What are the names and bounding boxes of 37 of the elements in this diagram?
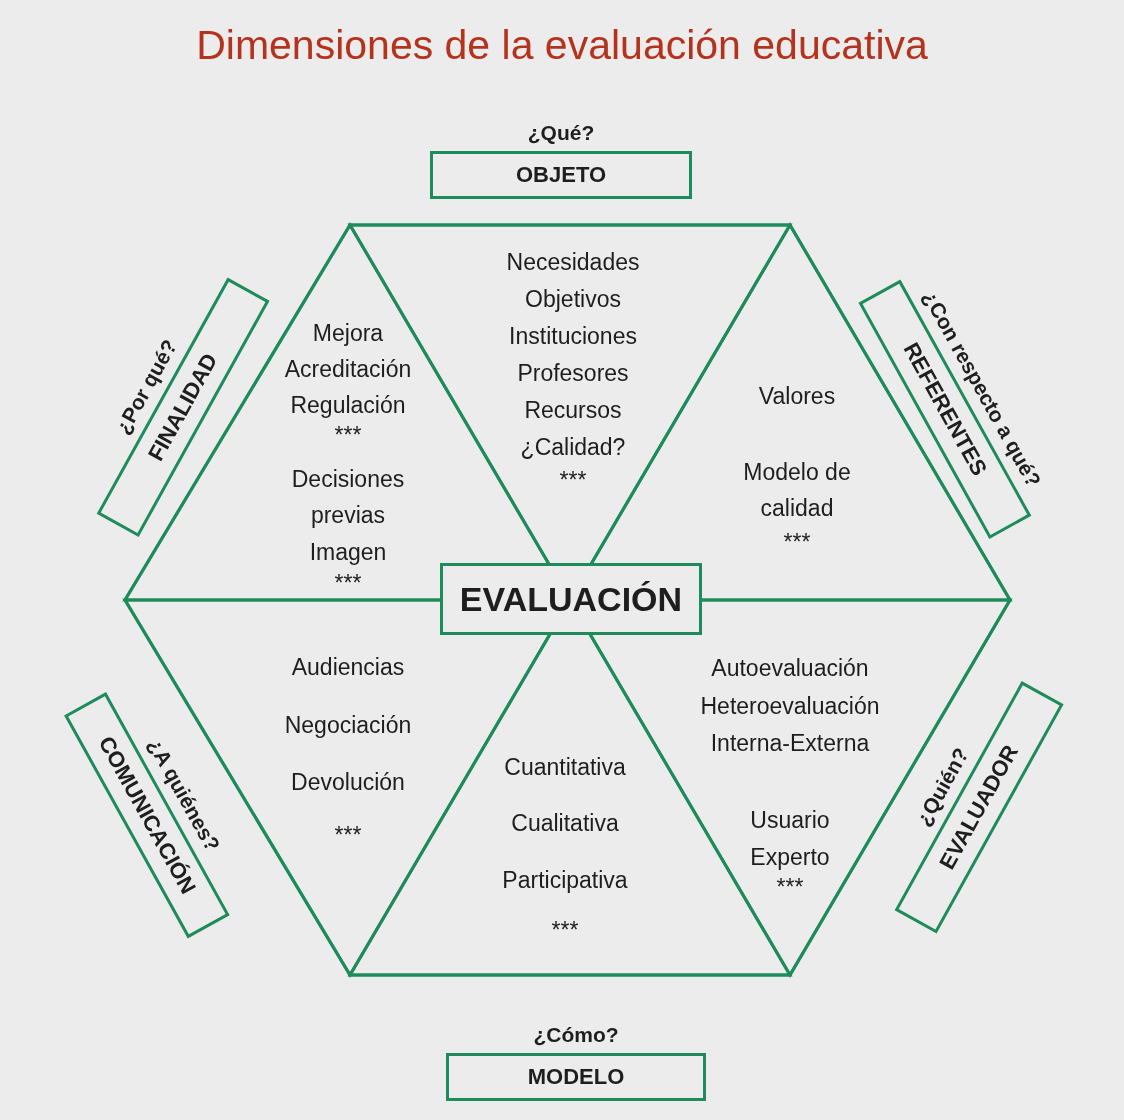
category-box: OBJETO bbox=[430, 151, 692, 199]
separator-marks: *** bbox=[559, 466, 587, 495]
list-item: Autoevaluación bbox=[711, 654, 869, 683]
list-item: Participativa bbox=[502, 866, 628, 895]
separator-marks: *** bbox=[783, 528, 811, 557]
list-item: Interna-Externa bbox=[710, 729, 870, 758]
list-item: Usuario bbox=[750, 806, 830, 835]
list-item: Objetivos bbox=[525, 285, 621, 314]
list-item: Modelo de calidad bbox=[742, 458, 852, 523]
list-item: Experto bbox=[750, 843, 830, 872]
question-label: ¿Qué? bbox=[527, 121, 595, 145]
list-item: Negociación bbox=[284, 711, 412, 740]
list-item: Cuantitativa bbox=[504, 753, 626, 782]
center-box: EVALUACIÓN bbox=[440, 563, 702, 635]
list-item: ¿Calidad? bbox=[520, 433, 626, 462]
list-item: Heteroevaluación bbox=[700, 692, 880, 721]
list-item: Profesores bbox=[517, 359, 629, 388]
list-item: Acreditación bbox=[284, 355, 412, 384]
separator-marks: *** bbox=[334, 821, 362, 850]
category-box: MODELO bbox=[446, 1053, 706, 1101]
list-item: Cualitativa bbox=[511, 809, 619, 838]
list-item: Devolución bbox=[291, 768, 405, 797]
list-item: Decisiones previas bbox=[290, 465, 406, 530]
diagram-title: Dimensiones de la evaluación educativa bbox=[195, 22, 929, 69]
separator-marks: *** bbox=[334, 421, 362, 450]
list-item: Necesidades bbox=[506, 248, 640, 277]
separator-marks: *** bbox=[551, 916, 579, 945]
list-item: Audiencias bbox=[291, 653, 405, 682]
separator-marks: *** bbox=[776, 873, 804, 902]
list-item: Mejora bbox=[312, 319, 384, 348]
question-label: ¿Cómo? bbox=[533, 1023, 619, 1047]
list-item: Imagen bbox=[309, 538, 387, 567]
list-item: Valores bbox=[758, 382, 836, 411]
list-item: Regulación bbox=[290, 391, 406, 420]
list-item: Recursos bbox=[524, 396, 622, 425]
separator-marks: *** bbox=[334, 569, 362, 598]
list-item: Instituciones bbox=[509, 322, 637, 351]
